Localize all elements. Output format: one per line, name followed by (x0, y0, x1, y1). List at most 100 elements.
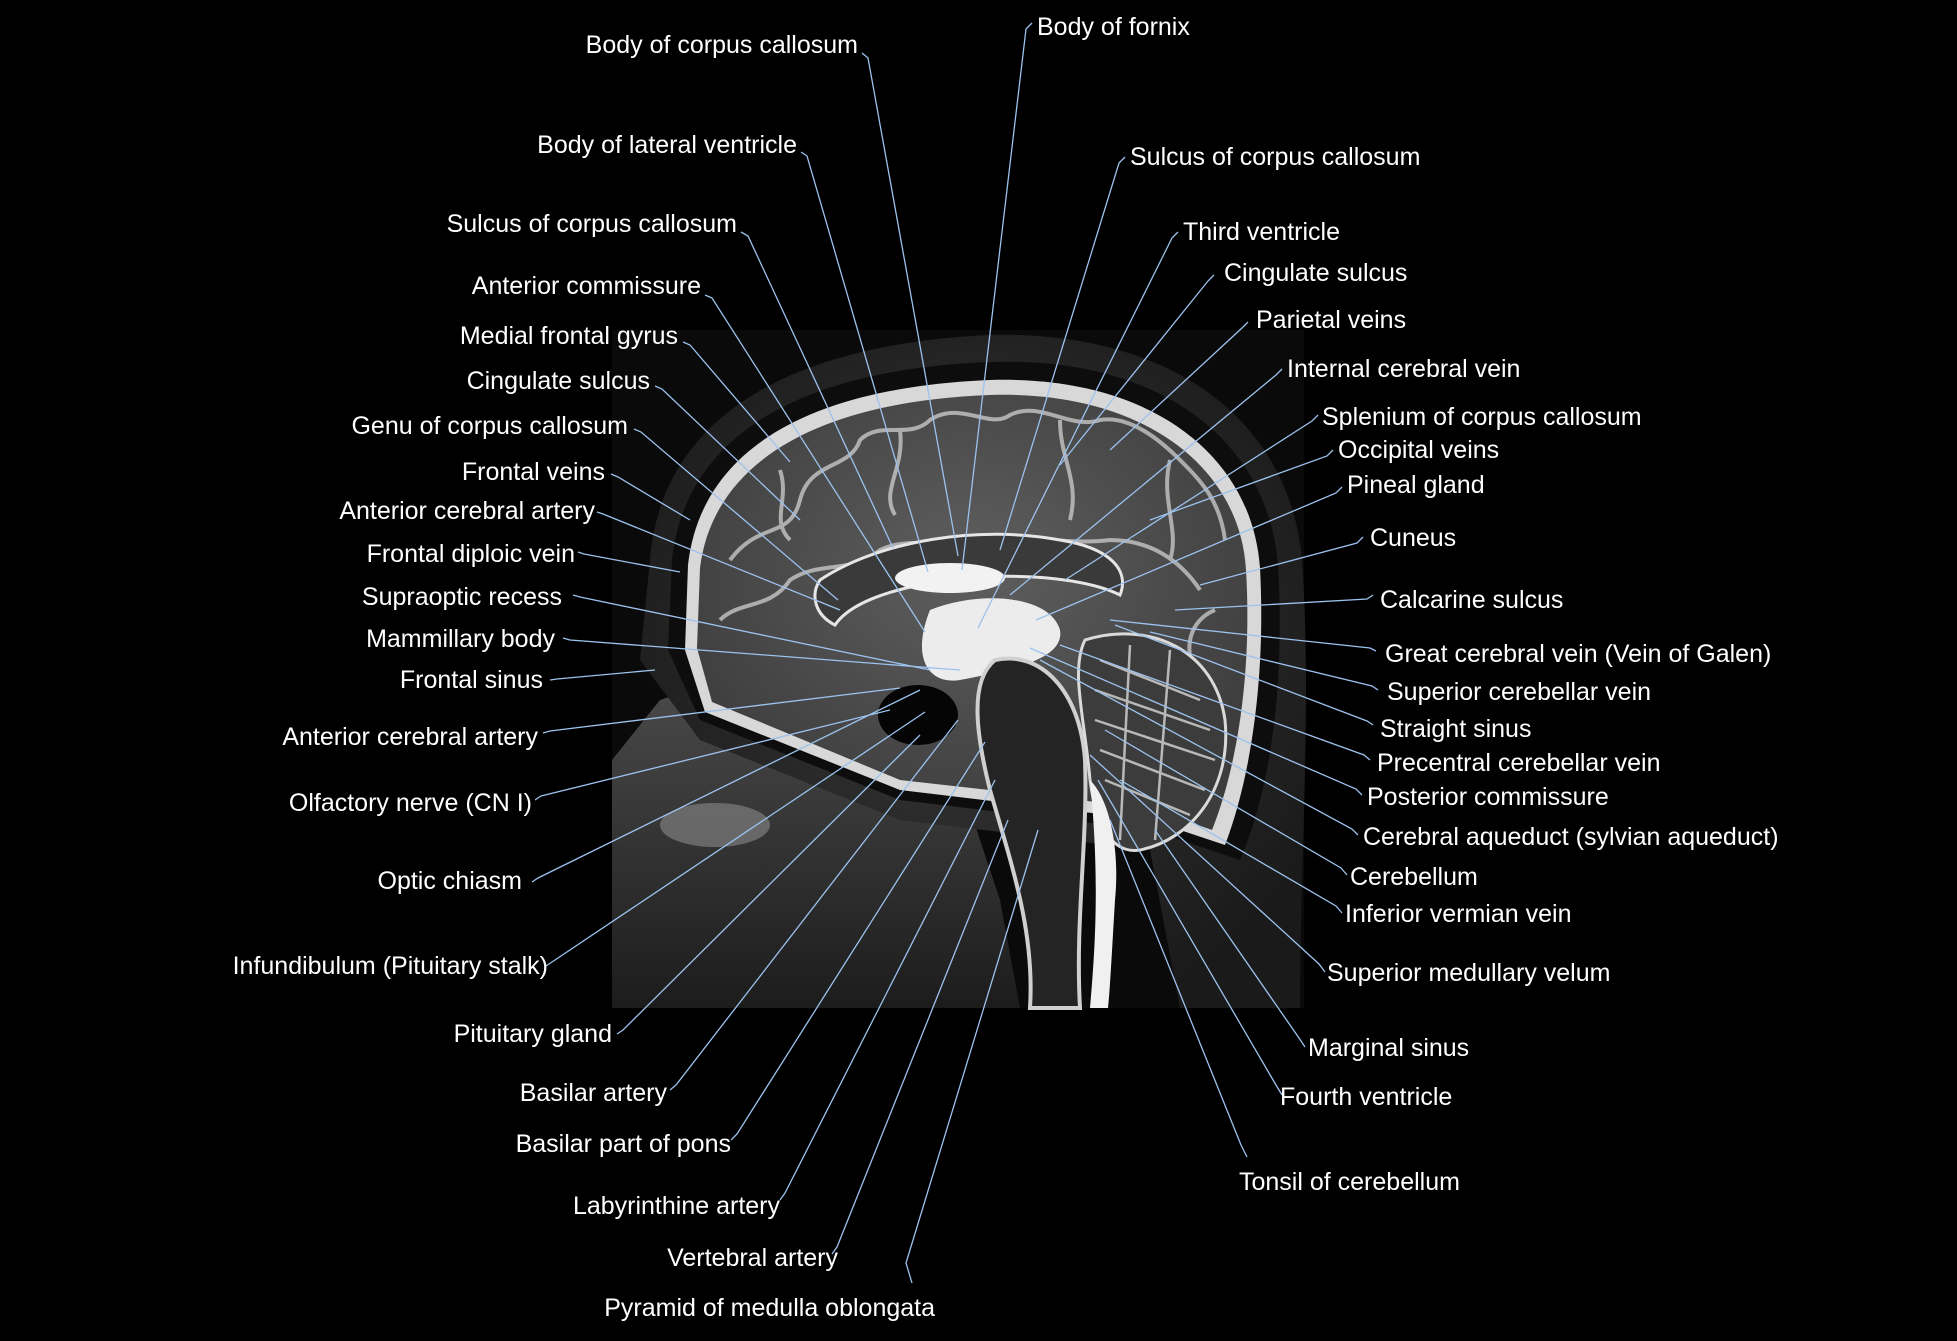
leader-superior-medullary-velum (1089, 754, 1326, 973)
label-basilar-artery: Basilar artery (520, 1079, 668, 1107)
label-pyramid-of-medulla: Pyramid of medulla oblongata (604, 1294, 935, 1322)
label-great-cerebral-vein: Great cerebral vein (Vein of Galen) (1385, 640, 1771, 668)
leader-body-of-lateral-ventricle (800, 151, 929, 573)
label-frontal-veins: Frontal veins (462, 458, 605, 486)
leader-precentral-cerebellar-vein (1059, 644, 1371, 761)
label-cerebellum: Cerebellum (1350, 863, 1478, 891)
label-body-of-fornix: Body of fornix (1037, 13, 1190, 41)
leader-occipital-veins (1149, 449, 1334, 521)
leader-body-of-corpus-callosum (861, 52, 959, 557)
leader-cerebral-aqueduct (1039, 659, 1359, 836)
label-supraoptic-recess: Supraoptic recess (362, 583, 562, 611)
label-pituitary-gland: Pituitary gland (454, 1020, 612, 1048)
leader-optic-chiasm (531, 689, 921, 883)
leader-basilar-part-of-pons (730, 741, 986, 1141)
label-fourth-ventricle: Fourth ventricle (1280, 1083, 1452, 1111)
label-calcarine-sulcus: Calcarine sulcus (1380, 586, 1563, 614)
leader-calcarine-sulcus (1174, 594, 1374, 611)
label-third-ventricle: Third ventricle (1183, 218, 1340, 246)
label-labyrinthine-artery: Labyrinthine artery (573, 1192, 781, 1220)
leader-basilar-artery (669, 719, 959, 1091)
mri-image (612, 330, 1306, 1010)
leader-genu-of-corpus-callosum (633, 428, 839, 601)
label-mammillary-body: Mammillary body (366, 625, 555, 653)
label-sulcus-of-corpus-callosum-right: Sulcus of corpus callosum (1130, 143, 1420, 171)
leader-third-ventricle (977, 231, 1179, 629)
leader-anterior-commissure (704, 294, 926, 633)
leader-sulcus-of-corpus-callosum-right (999, 156, 1126, 551)
label-infundibulum: Infundibulum (Pituitary stalk) (233, 952, 548, 980)
leader-supraoptic-recess (572, 594, 931, 671)
nasal-soft-tissue (660, 803, 770, 847)
leader-parietal-veins (1109, 321, 1249, 451)
label-parietal-veins: Parietal veins (1256, 306, 1406, 334)
leader-labyrinthine-artery (779, 779, 996, 1201)
leader-cerebellum (1104, 729, 1348, 876)
leader-straight-sinus (1114, 624, 1374, 726)
leader-pyramid-of-medulla (905, 829, 1039, 1284)
leader-medial-frontal-gyrus (682, 341, 791, 463)
leader-inferior-vermian-vein (1119, 779, 1343, 914)
label-superior-cerebellar-vein: Superior cerebellar vein (1387, 678, 1651, 706)
label-anterior-cerebral-artery-lower: Anterior cerebral artery (282, 723, 538, 751)
leader-splenium-of-corpus-callosum (1064, 414, 1319, 581)
leader-infundibulum (545, 711, 926, 967)
leader-body-of-fornix (961, 22, 1033, 571)
lateral-ventricle (895, 563, 1005, 593)
label-posterior-commissure: Posterior commissure (1367, 783, 1609, 811)
cerebellum (1077, 632, 1228, 852)
label-splenium-of-corpus-callosum: Splenium of corpus callosum (1322, 403, 1642, 431)
label-inferior-vermian-vein: Inferior vermian vein (1345, 900, 1571, 928)
label-anterior-cerebral-artery-upper: Anterior cerebral artery (339, 497, 595, 525)
leader-olfactory-nerve (534, 709, 891, 801)
leader-anterior-cerebral-artery-lower (542, 687, 901, 734)
leader-marginal-sinus (1154, 829, 1306, 1048)
leader-cingulate-sulcus-left (654, 385, 801, 521)
left-labels: Body of corpus callosum Body of lateral … (233, 31, 936, 1322)
label-occipital-veins: Occipital veins (1338, 436, 1499, 464)
leader-posterior-commissure (1029, 647, 1363, 796)
label-olfactory-nerve: Olfactory nerve (CN I) (289, 789, 532, 817)
leader-vertebral-artery (831, 819, 1009, 1255)
leader-superior-cerebellar-vein (1149, 631, 1379, 691)
label-cingulate-sulcus-left: Cingulate sulcus (467, 367, 650, 395)
label-tonsil-of-cerebellum: Tonsil of cerebellum (1239, 1168, 1460, 1196)
label-marginal-sinus: Marginal sinus (1308, 1034, 1469, 1062)
label-genu-of-corpus-callosum: Genu of corpus callosum (351, 412, 628, 440)
label-straight-sinus: Straight sinus (1380, 715, 1531, 743)
leader-sulcus-of-corpus-callosum-left (740, 231, 894, 549)
leader-internal-cerebral-vein (1009, 368, 1283, 596)
label-superior-medullary-velum: Superior medullary velum (1327, 959, 1610, 987)
label-frontal-sinus: Frontal sinus (400, 666, 543, 694)
corpus-callosum (813, 532, 1124, 627)
cerebellar-folia (1094, 644, 1216, 841)
label-optic-chiasm: Optic chiasm (378, 867, 522, 895)
label-sulcus-of-corpus-callosum-left: Sulcus of corpus callosum (447, 210, 737, 238)
label-basilar-part-of-pons: Basilar part of pons (516, 1130, 731, 1158)
leader-pineal-gland (1035, 486, 1343, 621)
label-cuneus: Cuneus (1370, 524, 1456, 552)
brainstem (975, 656, 1088, 1010)
leader-cingulate-sulcus-right (1059, 274, 1215, 466)
label-body-of-corpus-callosum: Body of corpus callosum (586, 31, 858, 59)
leader-cuneus (1199, 536, 1364, 586)
leader-tonsil-of-cerebellum (1109, 819, 1248, 1158)
label-body-of-lateral-ventricle: Body of lateral ventricle (537, 131, 797, 159)
leader-anterior-cerebral-artery-upper (596, 511, 841, 611)
label-medial-frontal-gyrus: Medial frontal gyrus (460, 322, 678, 350)
fourth-ventricle (1090, 780, 1117, 1008)
label-anterior-commissure: Anterior commissure (472, 272, 701, 300)
label-cingulate-sulcus-right: Cingulate sulcus (1224, 259, 1407, 287)
leader-frontal-diploic-vein (577, 551, 681, 573)
leader-frontal-sinus (549, 669, 656, 681)
leader-pituitary-gland (616, 734, 921, 1035)
label-internal-cerebral-vein: Internal cerebral vein (1287, 355, 1520, 383)
label-frontal-diploic-vein: Frontal diploic vein (367, 540, 575, 568)
leader-great-cerebral-vein (1109, 619, 1377, 652)
leader-frontal-veins (610, 473, 691, 521)
label-vertebral-artery: Vertebral artery (667, 1244, 838, 1272)
leader-mammillary-body (562, 637, 961, 671)
label-cerebral-aqueduct: Cerebral aqueduct (sylvian aqueduct) (1363, 823, 1779, 851)
label-pineal-gland: Pineal gland (1347, 471, 1485, 499)
